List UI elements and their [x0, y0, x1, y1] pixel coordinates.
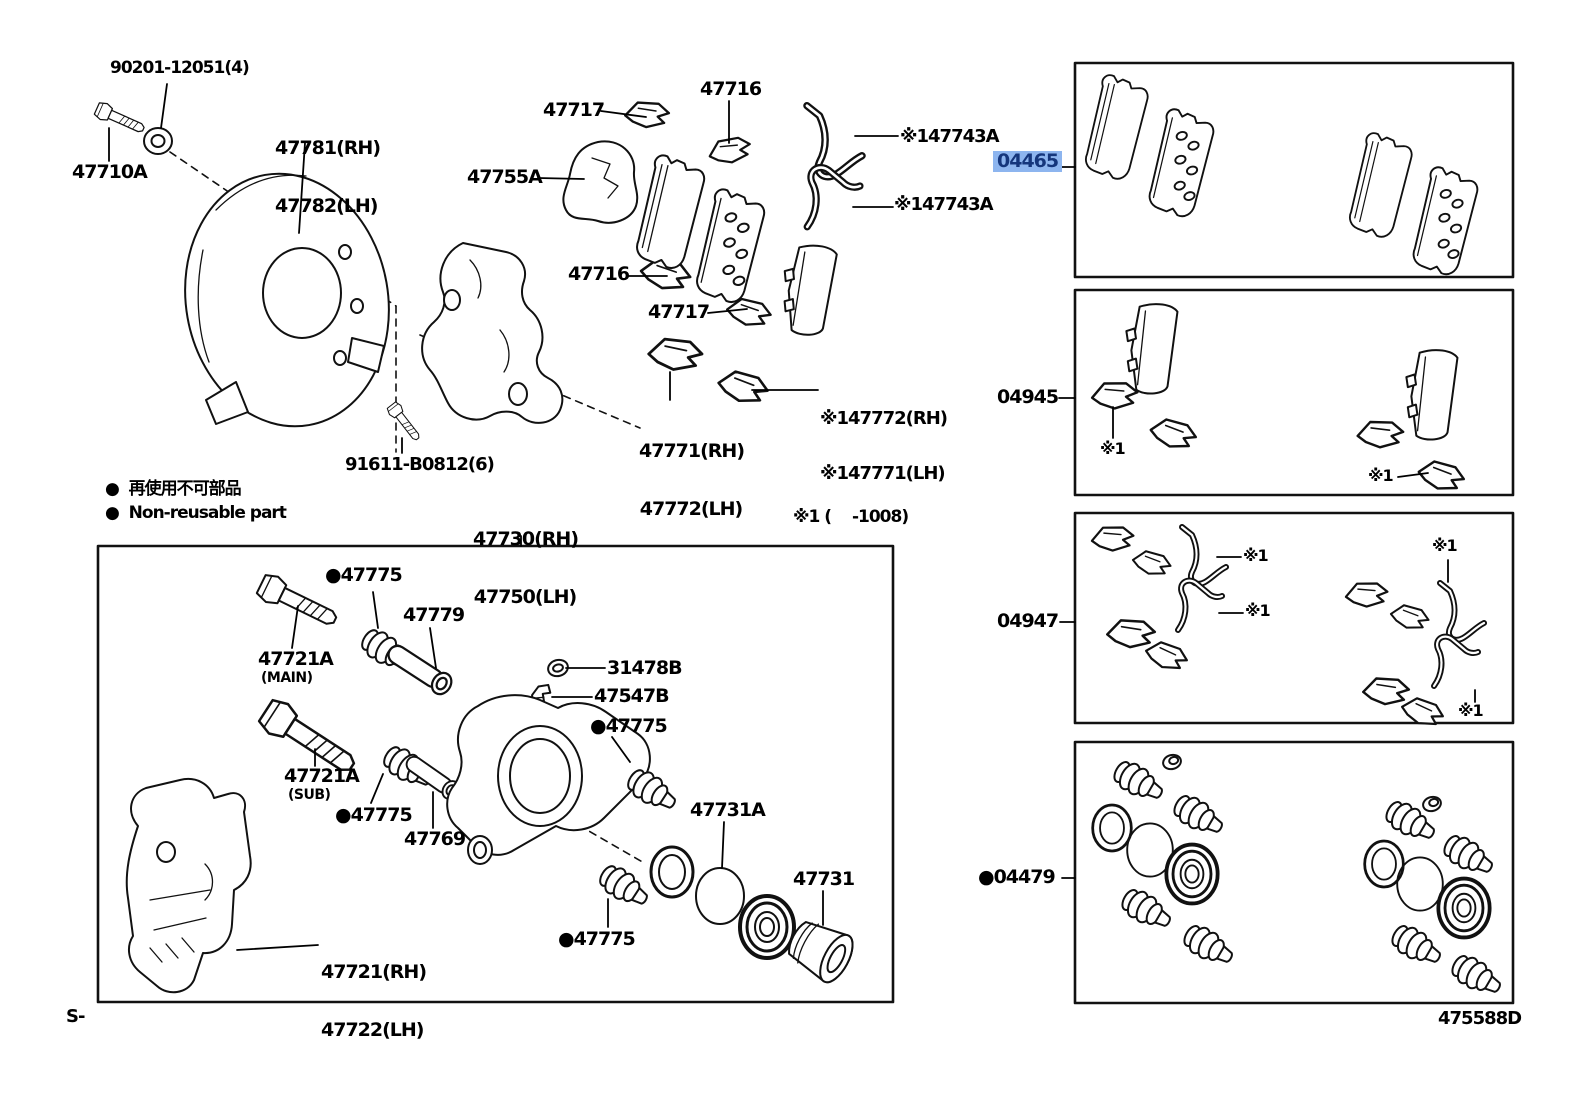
part-label-47755A: 47755A: [467, 166, 543, 188]
baffle-plate-drawing: [562, 140, 639, 224]
part-label-47716-mid: 47716: [568, 263, 630, 285]
part-label-47779: 47779: [403, 604, 465, 626]
fitting-kit-drawings: [1088, 521, 1484, 729]
part-label-47716-top: 47716: [700, 78, 762, 100]
part-label-47771lh-star: ※147771(LH): [820, 462, 946, 484]
part-label-47710A: 47710A: [72, 161, 148, 183]
pad-kit-box-04465: [1073, 61, 1515, 279]
part-label-04465-highlighted[interactable]: 04465: [993, 151, 1063, 173]
part-label-47772rh-star: ※147772(RH): [820, 407, 948, 429]
part-label-47722lh: 47722(LH): [321, 1018, 424, 1041]
part-label-47743A-top: ※147743A: [900, 126, 1000, 147]
caliper-body-drawing: [446, 694, 651, 865]
part-label-47547B: 47547B: [594, 685, 670, 707]
footer-sheet-prefix: S-: [66, 1006, 85, 1027]
fitting-kit-box-04947: [1073, 511, 1515, 725]
dust-shield-drawing: [184, 172, 390, 428]
part-label-04945: 04945: [997, 386, 1059, 408]
part-label-47781: 47781(RH): [275, 136, 381, 159]
part-label-47782: 47782(LH): [275, 194, 378, 217]
part-label-47717-top: 47717: [543, 99, 605, 121]
part-label-47750lh: 47750(LH): [473, 585, 577, 608]
footer-drawing-number: 475588D: [1438, 1008, 1522, 1029]
part-label-47769: 47769: [404, 828, 466, 850]
part-label-04947: 04947: [997, 610, 1059, 632]
part-label-47772lh: 47772(LH): [639, 497, 743, 520]
legend-nonreusable-jp: ● 再使用不可部品: [105, 479, 242, 499]
shim-kit-box-04945: [1073, 288, 1515, 497]
star1-ref-box3-b: ※1: [1245, 601, 1271, 620]
part-label-47775-3: ●47775: [335, 804, 413, 826]
seal-kit-box-04479: [1073, 740, 1515, 1005]
part-label-91611-B0812: 91611-B0812(6): [345, 454, 495, 475]
pad-kit-drawings: [1082, 72, 1482, 279]
star1-ref-box2-left: ※1: [1100, 439, 1126, 458]
part-label-47743A-bottom: ※147743A: [894, 194, 994, 215]
part-label-47717-mid: 47717: [648, 301, 710, 323]
part-label-47721rh: 47721(RH): [321, 960, 427, 983]
part-label-47775-1: ●47775: [325, 564, 403, 586]
part-label-47775-4: ●47775: [558, 928, 636, 950]
part-label-47721-47722: 47721(RH) 47722(LH): [321, 924, 427, 1060]
part-label-47772-47771-star: ※147772(RH) ※147771(LH): [820, 373, 948, 502]
part-label-31478B: 31478B: [607, 657, 683, 679]
caliper-assembly-box: [96, 544, 895, 1004]
legend-nonreusable-en: ● Non-reusable part: [105, 503, 287, 523]
star1-ref-box3-d: ※1: [1458, 701, 1484, 720]
part-label-47771-47772: 47771(RH) 47772(LH): [639, 403, 745, 539]
seal-kit-drawings: [1091, 751, 1507, 1002]
part-label-47730-47750: 47730(RH) 47750(LH): [473, 491, 579, 627]
part-label-47721A-sub-note: (SUB): [288, 787, 331, 803]
hub-bolt-drawing: [92, 99, 148, 138]
wear-indicator-drawings: [646, 335, 771, 405]
torque-plate-drawing: [125, 778, 252, 994]
part-label-47721A-main-note: (MAIN): [261, 670, 313, 686]
part-label-47775-2: ●47775: [590, 715, 668, 737]
part-label-47721A-main: 47721A: [258, 648, 334, 670]
part-label-47730rh: 47730(RH): [473, 527, 579, 550]
part-label-47781-47782: 47781(RH) 47782(LH): [275, 100, 381, 236]
part-label-47721A-sub: 47721A: [284, 765, 360, 787]
part-label-47731: 47731: [793, 868, 855, 890]
kit-boxes: [96, 61, 1515, 1005]
part-label-47731A: 47731A: [690, 799, 766, 821]
caliper-bolt-91611-drawing: [385, 400, 424, 444]
star1-ref-box2-right: ※1: [1368, 466, 1394, 485]
leader-lines: [108, 83, 1476, 951]
star1-ref-box3-c: ※1: [1432, 536, 1458, 555]
pad-spring-drawings: [807, 106, 862, 227]
caliper-parts-drawings: [125, 570, 861, 994]
part-label-90201-12051: 90201-12051(4): [110, 58, 250, 78]
note-applicability-1008: ※1 ( -1008): [793, 507, 909, 527]
washer-drawing: [143, 127, 173, 155]
mount-bracket-drawing: [421, 242, 564, 424]
part-label-04479: ●04479: [978, 866, 1056, 888]
part-label-47771rh: 47771(RH): [639, 439, 745, 462]
shim-kit-drawings: [1088, 301, 1467, 493]
star1-ref-box3-a: ※1: [1243, 546, 1269, 565]
